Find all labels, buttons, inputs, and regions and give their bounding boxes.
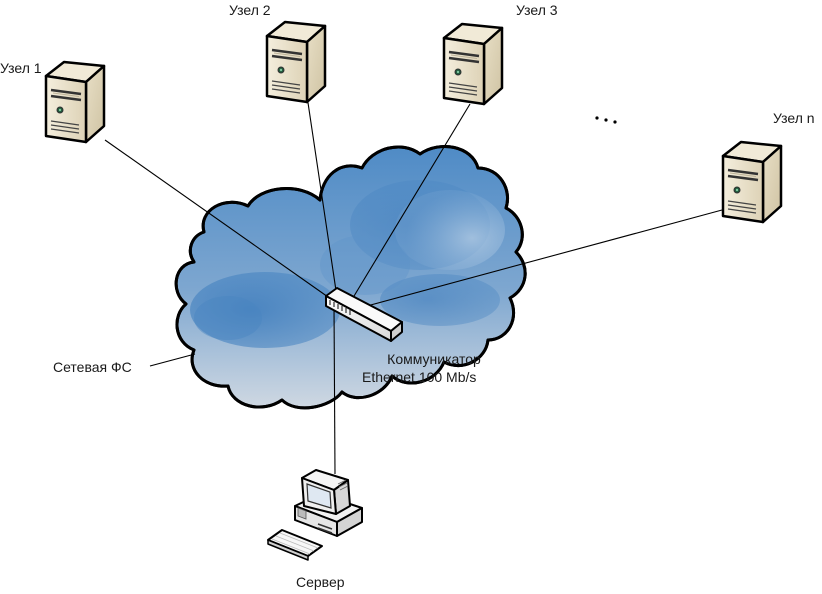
cloud-border xyxy=(174,145,527,410)
cloud-puff xyxy=(190,272,340,348)
node3-server-icon xyxy=(442,22,504,106)
cloud-puff xyxy=(194,296,262,340)
switch-label-line1: Коммуникатор xyxy=(387,351,481,367)
link-server xyxy=(333,305,336,475)
node2-server-icon xyxy=(265,20,327,104)
link-node2 xyxy=(306,95,339,305)
link-node3 xyxy=(347,103,471,307)
cloud-puff xyxy=(320,235,410,295)
node1-label: Узел 1 xyxy=(0,60,42,76)
link-noden xyxy=(351,209,723,311)
node2-label: Узел 2 xyxy=(229,2,271,18)
ellipsis-dots xyxy=(595,116,617,124)
server-computer-icon xyxy=(267,469,363,561)
network-cloud xyxy=(174,145,527,410)
switch-label-line2: Ethernet 100 Mb/s xyxy=(362,369,477,385)
noden-server-icon xyxy=(721,140,783,224)
links xyxy=(104,95,723,475)
cloud-puff xyxy=(395,190,505,270)
cloud-puff xyxy=(380,274,500,326)
ethernet-switch-icon xyxy=(325,287,403,342)
node3-label: Узел 3 xyxy=(516,2,558,18)
cloud-label: Сетевая ФС xyxy=(53,359,132,375)
noden-label: Узел n xyxy=(773,110,815,126)
cloud-callout-line xyxy=(149,353,196,367)
server-label: Сервер xyxy=(296,574,345,590)
link-node1 xyxy=(104,139,339,305)
node1-server-icon xyxy=(44,60,106,144)
